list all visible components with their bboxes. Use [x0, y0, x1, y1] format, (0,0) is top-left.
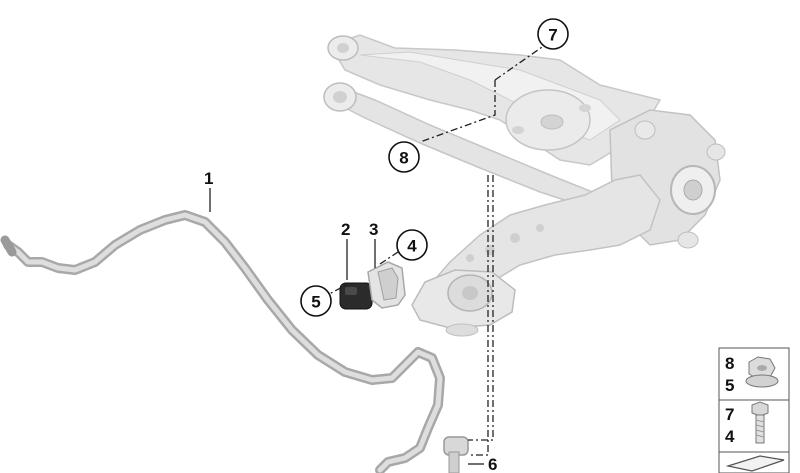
bushing-bracket [367, 261, 406, 309]
legend-row2-bottom: 4 [725, 427, 735, 446]
svg-text:5: 5 [311, 293, 320, 312]
stabilizer-link [443, 436, 469, 473]
stabilizer-bushing [339, 282, 373, 310]
svg-text:7: 7 [548, 26, 557, 45]
part-label-6: 6 [488, 455, 497, 473]
fastener-legend: 8 5 7 4 [718, 347, 790, 473]
svg-text:4: 4 [407, 237, 417, 256]
legend-row1-bottom: 5 [725, 376, 734, 395]
control-arm-assembly [323, 34, 726, 337]
part-label-3: 3 [369, 220, 378, 239]
hex-bolt-icon [751, 401, 769, 444]
callout-8: 8 [388, 141, 420, 173]
callout-5: 5 [300, 285, 332, 317]
stabilizer-bar [0, 210, 445, 473]
callout-4: 4 [396, 229, 428, 261]
shim-plate-icon [725, 455, 785, 472]
legend-row1-top: 8 [725, 354, 734, 373]
svg-text:8: 8 [399, 149, 408, 168]
callout-7: 7 [537, 18, 569, 50]
legend-row2-top: 7 [725, 405, 734, 424]
flange-nut-icon [745, 356, 779, 388]
part-label-1: 1 [204, 169, 213, 188]
assembly-lines [321, 44, 546, 456]
part-label-2: 2 [341, 220, 350, 239]
